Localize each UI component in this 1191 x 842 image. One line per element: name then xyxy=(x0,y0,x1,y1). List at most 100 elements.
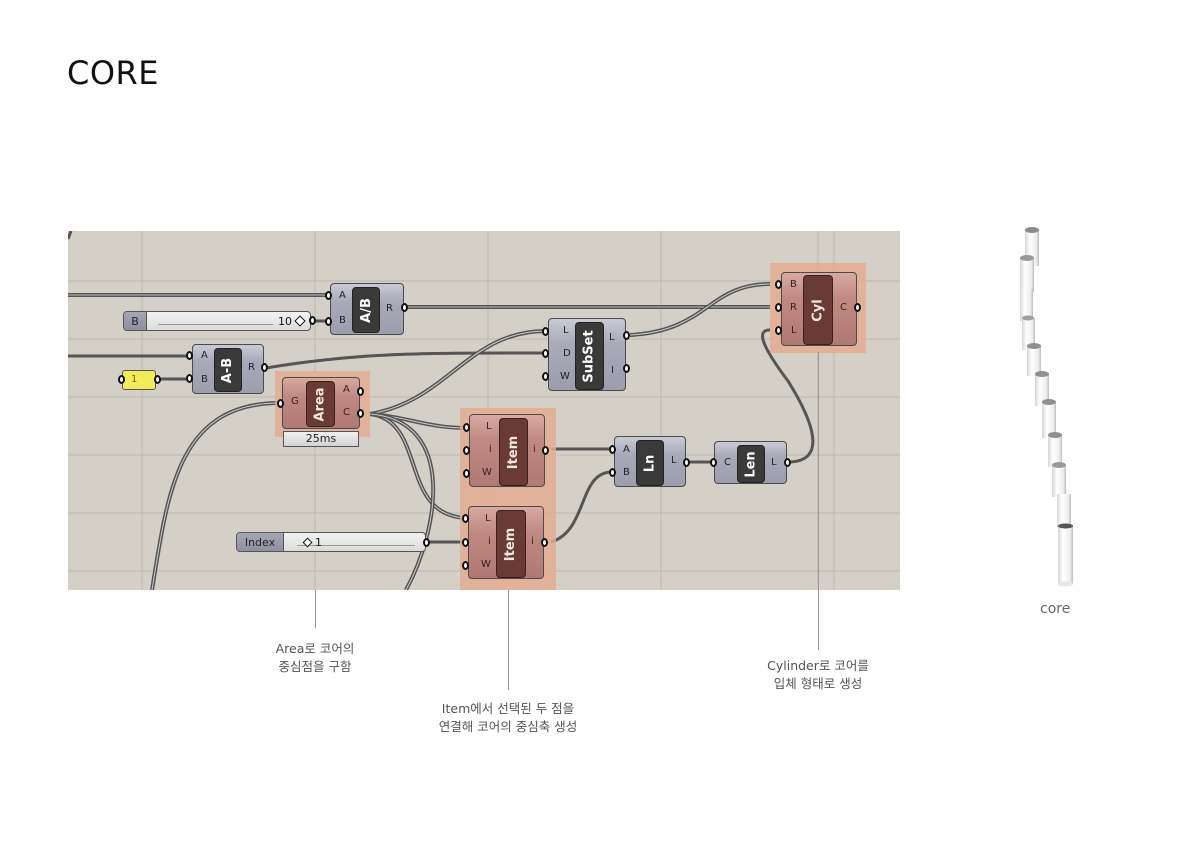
item2-grip-out[interactable] xyxy=(541,538,548,547)
line-node[interactable]: A B Ln L xyxy=(614,436,686,487)
slider-index-output-grip[interactable] xyxy=(423,538,430,547)
subset-label: SubSet xyxy=(575,322,604,390)
wire-area-down-core xyxy=(369,413,434,590)
subtraction-input-b: B xyxy=(201,374,208,385)
wire-subset-to-cyl-b-core xyxy=(629,283,771,336)
cylinder-input-l: L xyxy=(791,325,797,336)
wire-area-down xyxy=(369,412,436,590)
panel-input-grip[interactable] xyxy=(118,375,125,384)
cylinder-segment xyxy=(1057,494,1071,528)
subset-grip-out-i[interactable] xyxy=(623,364,630,373)
area-output-c: C xyxy=(343,407,350,418)
subset-grip-out-l[interactable] xyxy=(623,331,630,340)
division-node[interactable]: A B A/B R xyxy=(330,283,404,335)
area-node[interactable]: G Area A C xyxy=(282,377,360,429)
item2-output-i: i xyxy=(531,536,534,547)
list-item-node-1[interactable]: L i W Item i xyxy=(469,414,545,487)
length-grip-l[interactable] xyxy=(784,458,791,467)
subtraction-node[interactable]: A B A-B R xyxy=(192,344,264,394)
length-node[interactable]: C Len L xyxy=(714,441,787,484)
slider-b-output-grip[interactable] xyxy=(309,316,316,325)
cylinder-segment xyxy=(1022,315,1035,350)
subtraction-grip-a[interactable] xyxy=(186,351,193,360)
subtraction-grip-r[interactable] xyxy=(261,363,268,372)
cylinder-grip-c[interactable] xyxy=(854,303,861,312)
cylinder-segment xyxy=(1048,432,1062,467)
cylinder-stack xyxy=(1020,227,1073,587)
number-slider-b[interactable]: B 10 xyxy=(123,311,311,331)
length-label: Len xyxy=(737,445,765,483)
caption-item-line2: 연결해 코어의 중심축 생성 xyxy=(438,719,578,734)
subtraction-grip-b[interactable] xyxy=(186,374,193,383)
caption-area: Area로 코어의 중심점을 구함 xyxy=(255,640,375,676)
length-input-c: C xyxy=(724,457,731,468)
item1-grip-i[interactable] xyxy=(463,446,470,455)
caption-cylinder-line1: Cylinder로 코어를 xyxy=(767,658,869,673)
subtraction-label: A-B xyxy=(214,348,242,392)
area-profiler-timer: 25ms xyxy=(283,431,359,447)
page-title: CORE xyxy=(67,54,159,92)
cylinder-node[interactable]: B R L Cyl C xyxy=(781,272,857,346)
slider-b-track[interactable] xyxy=(158,317,273,325)
line-grip-b[interactable] xyxy=(609,468,616,477)
cylinder-grip-l[interactable] xyxy=(775,326,782,335)
division-grip-a[interactable] xyxy=(325,291,332,300)
item2-input-i: i xyxy=(488,536,491,547)
division-output-r: R xyxy=(386,303,393,314)
slider-index-value: 1 xyxy=(315,536,322,549)
render-caption: core xyxy=(1040,601,1071,617)
subset-node[interactable]: L D W SubSet L I xyxy=(548,318,626,391)
cylinder-segment xyxy=(1058,523,1073,587)
wire-length-to-cyl-l xyxy=(761,328,815,464)
area-grip-c[interactable] xyxy=(357,409,364,418)
wire-item2-to-line-b xyxy=(550,470,613,544)
item2-grip-w[interactable] xyxy=(462,561,469,570)
item2-grip-i[interactable] xyxy=(462,538,469,547)
item2-label: Item xyxy=(496,510,526,578)
wire-subtraction-to-subset-d xyxy=(265,351,547,370)
division-grip-b[interactable] xyxy=(325,317,332,326)
subset-grip-l[interactable] xyxy=(542,327,549,336)
subtraction-output-r: R xyxy=(248,362,255,373)
subset-input-w: W xyxy=(560,371,570,382)
list-item-node-2[interactable]: L i W Item i xyxy=(468,506,544,579)
cylinder-segment xyxy=(1035,371,1049,406)
area-input-g: G xyxy=(291,396,299,407)
line-grip-a[interactable] xyxy=(609,445,616,454)
caption-cylinder: Cylinder로 코어를 입체 형태로 생성 xyxy=(753,657,883,693)
subset-output-i: I xyxy=(611,365,614,376)
area-grip-a[interactable] xyxy=(357,387,364,396)
wire-area-to-subset-l xyxy=(369,329,547,416)
area-grip-g[interactable] xyxy=(277,399,284,408)
area-label: Area xyxy=(306,381,335,427)
item1-grip-w[interactable] xyxy=(463,469,470,478)
number-slider-index[interactable]: Index 1 xyxy=(236,532,426,552)
item2-input-l: L xyxy=(485,513,491,524)
cylinder-segment xyxy=(1027,343,1041,376)
item1-input-w: W xyxy=(482,467,492,478)
slider-index-track[interactable] xyxy=(297,538,415,546)
item2-input-w: W xyxy=(481,559,491,570)
cylinder-grip-r[interactable] xyxy=(775,303,782,312)
panel-output-grip[interactable] xyxy=(154,375,161,384)
callout-line-cylinder xyxy=(818,352,819,650)
subset-grip-w[interactable] xyxy=(542,372,549,381)
item1-grip-out[interactable] xyxy=(542,446,549,455)
line-grip-l[interactable] xyxy=(683,458,690,467)
cylinder-grip-b[interactable] xyxy=(775,280,782,289)
callout-line-item xyxy=(508,590,509,690)
item1-grip-l[interactable] xyxy=(463,423,470,432)
division-grip-r[interactable] xyxy=(401,303,408,312)
caption-item: Item에서 선택된 두 점을 연결해 코어의 중심축 생성 xyxy=(418,700,598,736)
caption-cylinder-line2: 입체 형태로 생성 xyxy=(773,676,863,691)
length-grip-c[interactable] xyxy=(710,458,717,467)
slider-b-handle-icon[interactable] xyxy=(294,315,306,327)
grasshopper-canvas[interactable]: B 10 A B A/B R 1 A B A-B R G Area A C 25… xyxy=(68,231,900,590)
panel-one[interactable]: 1 xyxy=(122,370,156,390)
item2-grip-l[interactable] xyxy=(462,514,469,523)
caption-item-line1: Item에서 선택된 두 점을 xyxy=(441,701,575,716)
subset-grip-d[interactable] xyxy=(542,349,549,358)
cylinder-segment xyxy=(1020,255,1034,292)
item1-output-i: i xyxy=(533,444,536,455)
caption-area-line1: Area로 코어의 xyxy=(275,641,355,656)
